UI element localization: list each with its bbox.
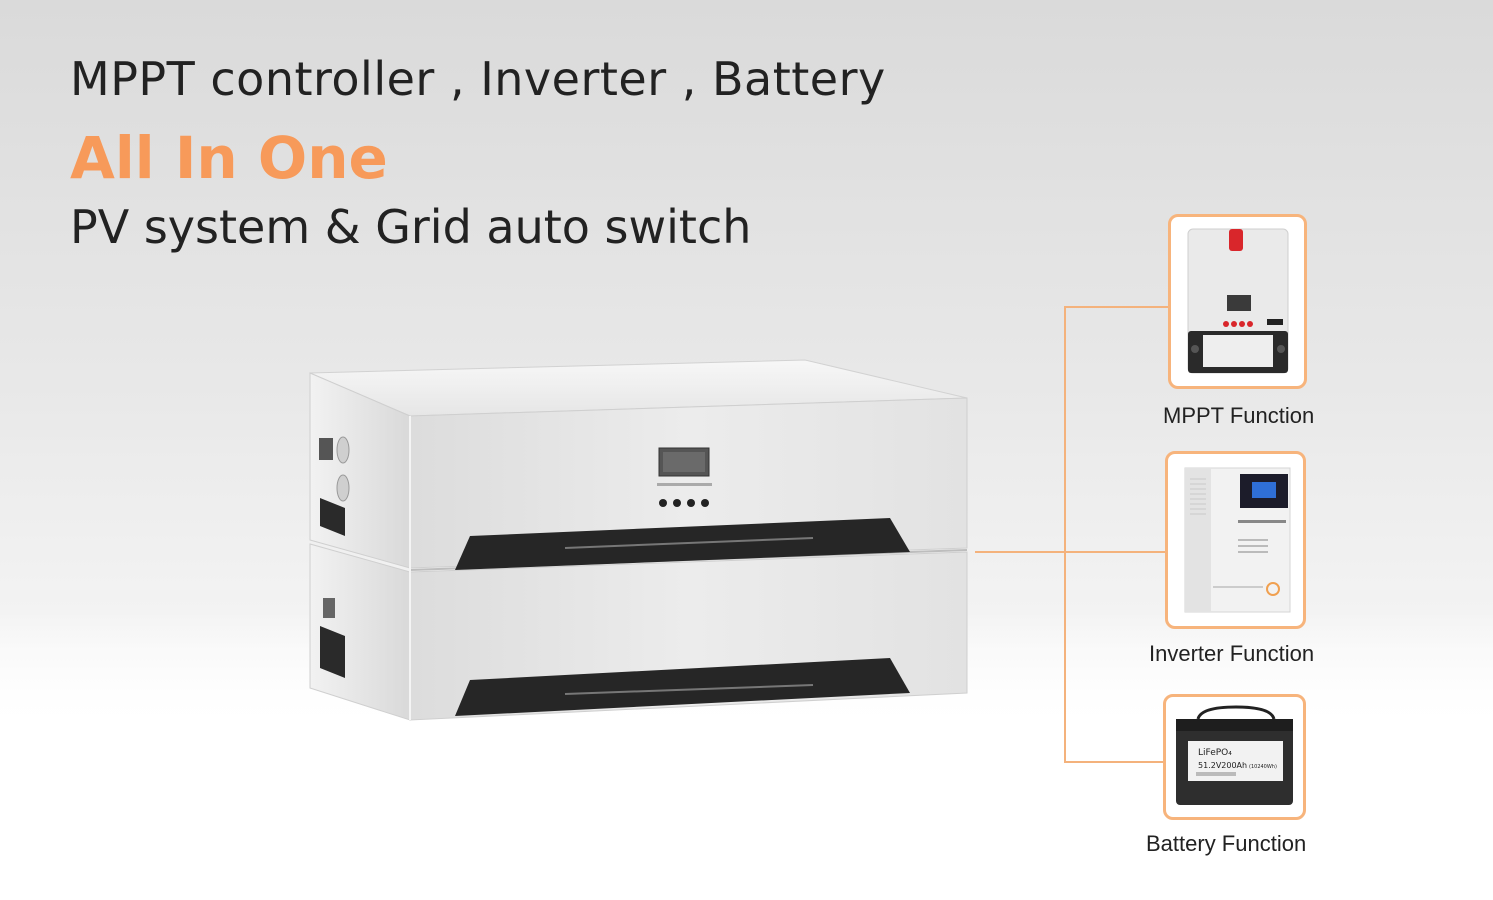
- inverter-function-label: Inverter Function: [1149, 641, 1315, 666]
- mppt-controller-image: [1187, 228, 1289, 374]
- mppt-function-card: [1168, 214, 1307, 389]
- mppt-function-label: MPPT Function: [1163, 403, 1315, 428]
- all-in-one-unit-image: [309, 359, 968, 721]
- connector-battery: [1064, 761, 1164, 763]
- headline-all-in-one: All In One: [70, 124, 388, 192]
- headline-line3: PV system & Grid auto switch: [70, 200, 752, 254]
- connector-mppt: [1064, 306, 1168, 308]
- battery-function-label: Battery Function: [1146, 831, 1307, 856]
- battery-chem-text: LiFePO₄: [1198, 748, 1232, 758]
- battery-image: LiFePO₄ 51.2V200Ah (10240Wh): [1176, 705, 1293, 805]
- connector-horizontal-main: [975, 551, 1165, 553]
- inverter-function-card: [1165, 451, 1306, 629]
- battery-function-card: LiFePO₄ 51.2V200Ah (10240Wh): [1163, 694, 1306, 820]
- connector-vertical: [1064, 306, 1066, 762]
- battery-energy-text: (10240Wh): [1249, 764, 1277, 770]
- inverter-image: [1184, 467, 1291, 613]
- headline-line1: MPPT controller , Inverter , Battery: [70, 52, 886, 106]
- battery-spec-text: 51.2V200Ah: [1198, 761, 1247, 770]
